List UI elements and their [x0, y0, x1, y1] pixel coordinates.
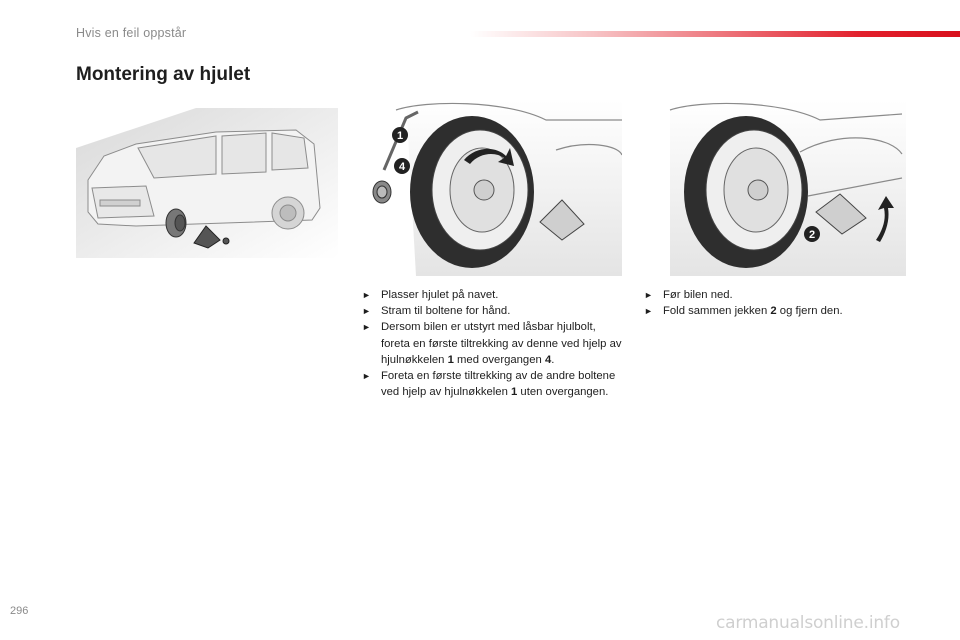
watermark: carmanualsonline.info	[716, 613, 900, 633]
list-item: ► Før bilen ned.	[644, 289, 733, 301]
spare-wheel	[410, 116, 534, 268]
list-item: ► Foreta en første tiltrekking av de and…	[362, 370, 616, 399]
up-arrow-icon	[876, 196, 894, 242]
wheel-arch	[395, 102, 622, 156]
checkbox-bullet-icon: ►	[362, 371, 371, 382]
instruction-list-mounting: ► Plasser hjulet på navet. ► Stram til b…	[362, 287, 627, 400]
header-accent-rule	[470, 31, 960, 37]
callout-badge-2: 2	[804, 226, 820, 242]
van-illustration	[87, 129, 321, 230]
callout-badge-1: 1	[392, 127, 408, 143]
checkbox-bullet-icon: ►	[362, 322, 371, 333]
callout-badge-4: 4	[394, 158, 410, 174]
list-item: ► Stram til boltene for hånd.	[362, 305, 511, 318]
header-section-title: Hvis en feil oppstår	[76, 26, 187, 40]
svg-text:1: 1	[397, 130, 403, 142]
removed-wheel-hub	[165, 208, 187, 238]
figure-van-on-jack	[76, 108, 338, 258]
checkbox-bullet-icon: ►	[362, 306, 371, 317]
page-number: 296	[10, 605, 29, 617]
list-item: ► Dersom bilen er utstyrt med låsbar hju…	[362, 321, 622, 366]
figure-lowering-car: 2	[640, 100, 906, 276]
checkbox-bullet-icon: ►	[362, 290, 371, 300]
list-item: ► Fold sammen jekken 2 og fjern den.	[644, 305, 843, 318]
rotation-arrow-icon	[464, 148, 514, 166]
checkbox-bullet-icon: ►	[644, 306, 653, 317]
mounted-wheel	[684, 116, 808, 268]
wheel-arch	[669, 102, 903, 197]
svg-text:4: 4	[399, 161, 406, 173]
jack-illustration	[539, 199, 585, 241]
jack-illustration	[815, 193, 867, 235]
jack-small	[193, 225, 230, 249]
wrench-adapter	[372, 180, 392, 204]
wheel-wrench	[382, 110, 419, 171]
svg-text:2: 2	[809, 229, 815, 241]
list-item: ► Plasser hjulet på navet.	[362, 289, 499, 301]
page-title: Montering av hjulet	[76, 64, 251, 85]
checkbox-bullet-icon: ►	[644, 290, 653, 300]
instruction-list-lowering: ► Før bilen ned. ► Fold sammen jekken 2 …	[644, 287, 924, 319]
figure-fitting-wheel: 1 4	[356, 100, 622, 276]
